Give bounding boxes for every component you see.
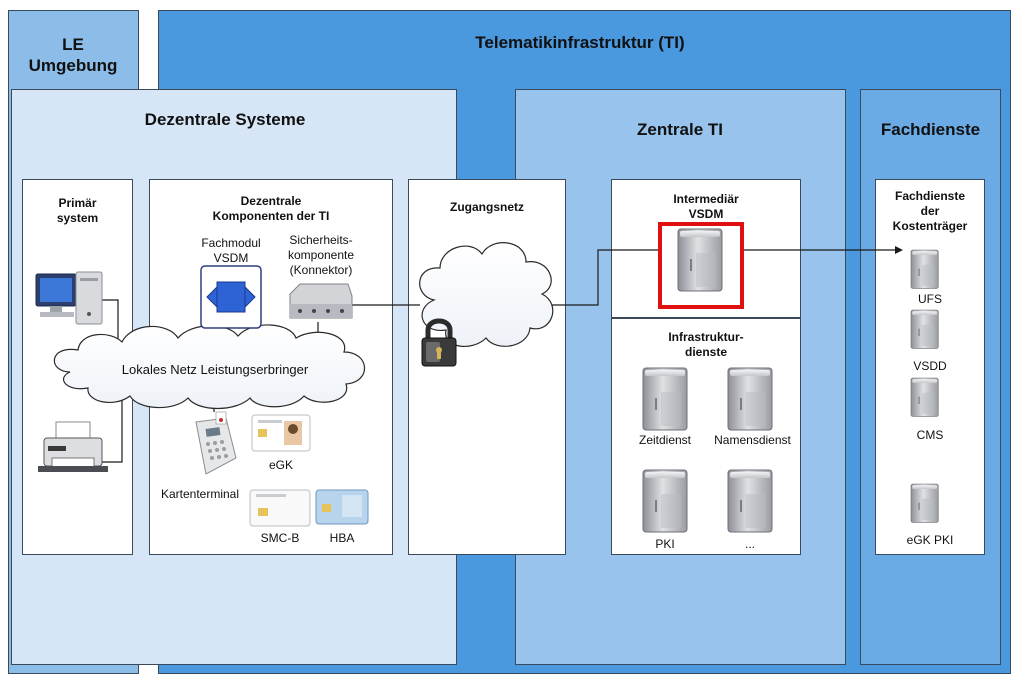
zugangsnetz-title: Zugangsnetz <box>450 200 524 214</box>
hba-card-icon <box>315 489 369 525</box>
server-zeitdienst <box>642 367 688 431</box>
dezentrale-systeme-title: Dezentrale Systeme <box>144 110 306 129</box>
zentrale-ti-title: Zentrale TI <box>637 120 723 139</box>
vsdd-label: VSDD <box>913 359 947 373</box>
primaersystem-title: Primär system <box>56 196 99 225</box>
lan-cloud <box>53 324 366 409</box>
server-namensdienst <box>727 367 773 431</box>
server-pki <box>642 469 688 533</box>
zugangsnetz-cloud <box>419 242 554 347</box>
server-more <box>727 469 773 533</box>
arrow-head-fach <box>895 246 903 254</box>
kartenterminal-icon <box>195 411 237 475</box>
cms-label: CMS <box>916 428 944 442</box>
konnektor-icon <box>289 283 353 319</box>
line-cloud-intermediaer <box>545 249 660 306</box>
line-pc-lan <box>98 299 119 340</box>
dezentrale-komponenten-title: Dezentrale Komponenten der TI <box>212 194 330 223</box>
fachdienste-kostentraeger-title: Fachdienste der Kostenträger <box>892 189 968 233</box>
hba-label: HBA <box>329 531 355 545</box>
printer-icon <box>38 421 108 472</box>
server-egkpki <box>910 483 939 523</box>
egk-label: eGK <box>268 458 293 472</box>
pki-label: PKI <box>655 537 675 551</box>
line-printer-lan <box>100 395 123 463</box>
zeitdienst-label: Zeitdienst <box>638 433 692 447</box>
smcb-card-icon <box>249 489 311 527</box>
sicherheitskomponente-label: Sicherheits- komponente (Konnektor) <box>287 233 355 277</box>
infrastrukturdienste-title: Infrastruktur- dienste <box>668 330 744 359</box>
ti-title: Telematikinfrastruktur (TI) <box>475 33 685 52</box>
pc-icon <box>35 271 103 325</box>
server-cms <box>910 377 939 417</box>
ufs-label: UFS <box>918 292 942 306</box>
fachmodul-label: Fachmodul VSDM <box>201 236 261 265</box>
zugangsnetz-box <box>408 179 566 555</box>
fachmodul-icon <box>200 265 262 329</box>
server-ufs <box>910 249 939 289</box>
smcb-label: SMC-B <box>260 531 300 545</box>
le-title: LE Umgebung <box>28 35 118 75</box>
kartenterminal-label: Kartenterminal <box>160 487 240 501</box>
lan-label: Lokales Netz Leistungserbringer <box>121 362 309 377</box>
more-label: ... <box>744 537 755 551</box>
intermediaer-title: Intermediär VSDM <box>673 192 739 221</box>
server-vsdd <box>910 309 939 349</box>
egkpki-label: eGK PKI <box>906 533 954 547</box>
intermediaer-highlight <box>658 222 744 309</box>
namensdienst-label: Namensdienst <box>714 433 791 447</box>
padlock-icon <box>421 318 457 367</box>
fachdienste-title: Fachdienste <box>880 120 981 139</box>
egk-card-icon <box>251 414 311 452</box>
server-intermediaer <box>677 228 723 292</box>
